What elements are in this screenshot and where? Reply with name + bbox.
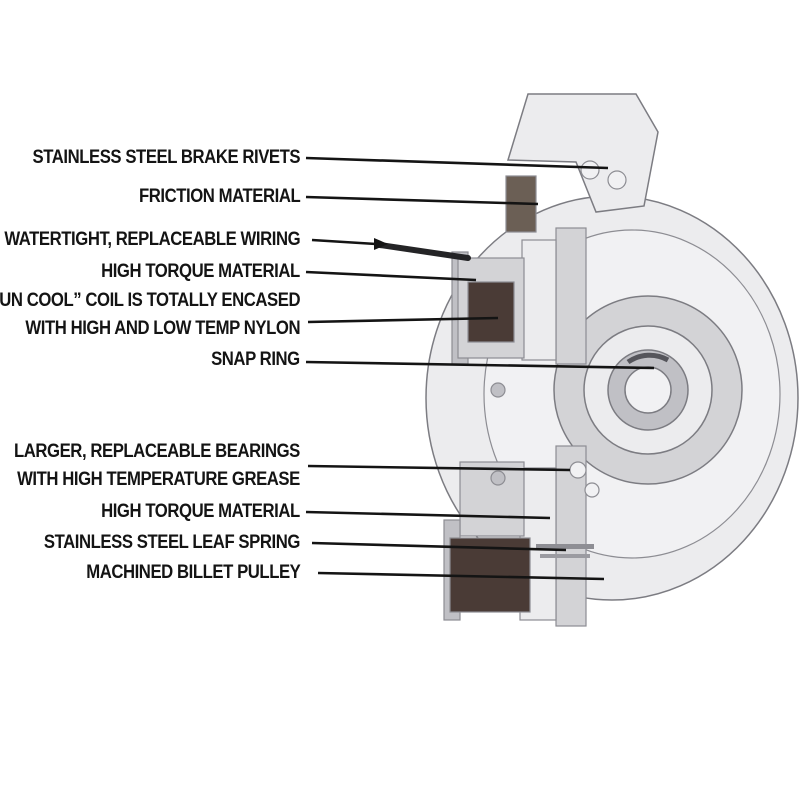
- callout-text: STAINLESS STEEL BRAKE RIVETS: [32, 147, 300, 168]
- leader-line-run-cool-coil: [307, 316, 499, 324]
- callout-text: “RUN COOL” COIL IS TOTALLY ENCASED: [0, 290, 300, 311]
- brake-rivet-2: [607, 170, 627, 190]
- upper-plate: [521, 239, 557, 361]
- hub-rings: [553, 295, 743, 485]
- callout-text: STAINLESS STEEL LEAF SPRING: [44, 532, 300, 553]
- bearing-ball-1: [569, 461, 587, 479]
- leaf-spring-strip-2: [540, 554, 590, 558]
- hub-bore: [624, 366, 672, 414]
- callout-run-cool-coil: “RUN COOL” COIL IS TOTALLY ENCASED WITH …: [0, 287, 300, 343]
- callout-text: WITH HIGH TEMPERATURE GREASE: [17, 469, 300, 490]
- brake-rivet-1: [580, 160, 600, 180]
- pin-lower: [490, 470, 506, 486]
- callout-text: HIGH TORQUE MATERIAL: [101, 501, 300, 522]
- brake-bracket: [505, 93, 659, 233]
- callout-high-torque-lower: HIGH TORQUE MATERIAL: [101, 498, 300, 526]
- pin-upper: [490, 382, 506, 398]
- upper-sleeve: [555, 227, 587, 365]
- leader-line-snap-ring: [305, 360, 655, 370]
- leader-line-wiring: [311, 238, 377, 246]
- callout-text: LARGER, REPLACEABLE BEARINGS: [14, 441, 300, 462]
- leader-line-leaf-spring: [311, 541, 567, 552]
- leader-line-brake-rivets: [305, 156, 609, 170]
- coil-upper: [467, 281, 515, 343]
- wiring-lead: [377, 242, 471, 261]
- callout-wiring: WATERTIGHT, REPLACEABLE WIRING: [4, 226, 300, 254]
- lower-cutaway-section: [443, 445, 600, 627]
- callout-text: FRICTION MATERIAL: [138, 186, 301, 207]
- leader-line-friction-material: [305, 195, 539, 206]
- callout-billet-pulley: MACHINED BILLET PULLEY: [85, 559, 301, 587]
- callout-snap-ring: SNAP RING: [211, 346, 300, 374]
- leader-line-high-torque-upper: [305, 270, 477, 282]
- callout-text: HIGH TORQUE MATERIAL: [101, 261, 300, 282]
- callout-high-torque-upper: HIGH TORQUE MATERIAL: [101, 258, 300, 286]
- callout-bearings: LARGER, REPLACEABLE BEARINGS WITH HIGH T…: [14, 438, 300, 494]
- callout-text: MACHINED BILLET PULLEY: [85, 562, 301, 583]
- wiring-arrowhead: [374, 238, 388, 250]
- callout-leaf-spring: STAINLESS STEEL LEAF SPRING: [44, 529, 300, 557]
- leader-lines: [305, 156, 655, 581]
- callout-friction-material: FRICTION MATERIAL: [138, 183, 301, 211]
- callout-text: SNAP RING: [211, 349, 300, 370]
- leader-line-high-torque-lower: [305, 510, 551, 520]
- leader-line-billet-pulley: [317, 571, 605, 581]
- callout-brake-rivets: STAINLESS STEEL BRAKE RIVETS: [32, 144, 300, 172]
- leaf-spring-strip-1: [536, 544, 594, 549]
- bearing-ball-2: [584, 482, 600, 498]
- lower-field-shell: [459, 461, 525, 537]
- callout-text: WATERTIGHT, REPLACEABLE WIRING: [4, 229, 300, 250]
- snap-ring: [626, 352, 670, 365]
- leader-line-bearings: [307, 464, 571, 472]
- callout-text: WITH HIGH AND LOW TEMP NYLON: [25, 318, 300, 339]
